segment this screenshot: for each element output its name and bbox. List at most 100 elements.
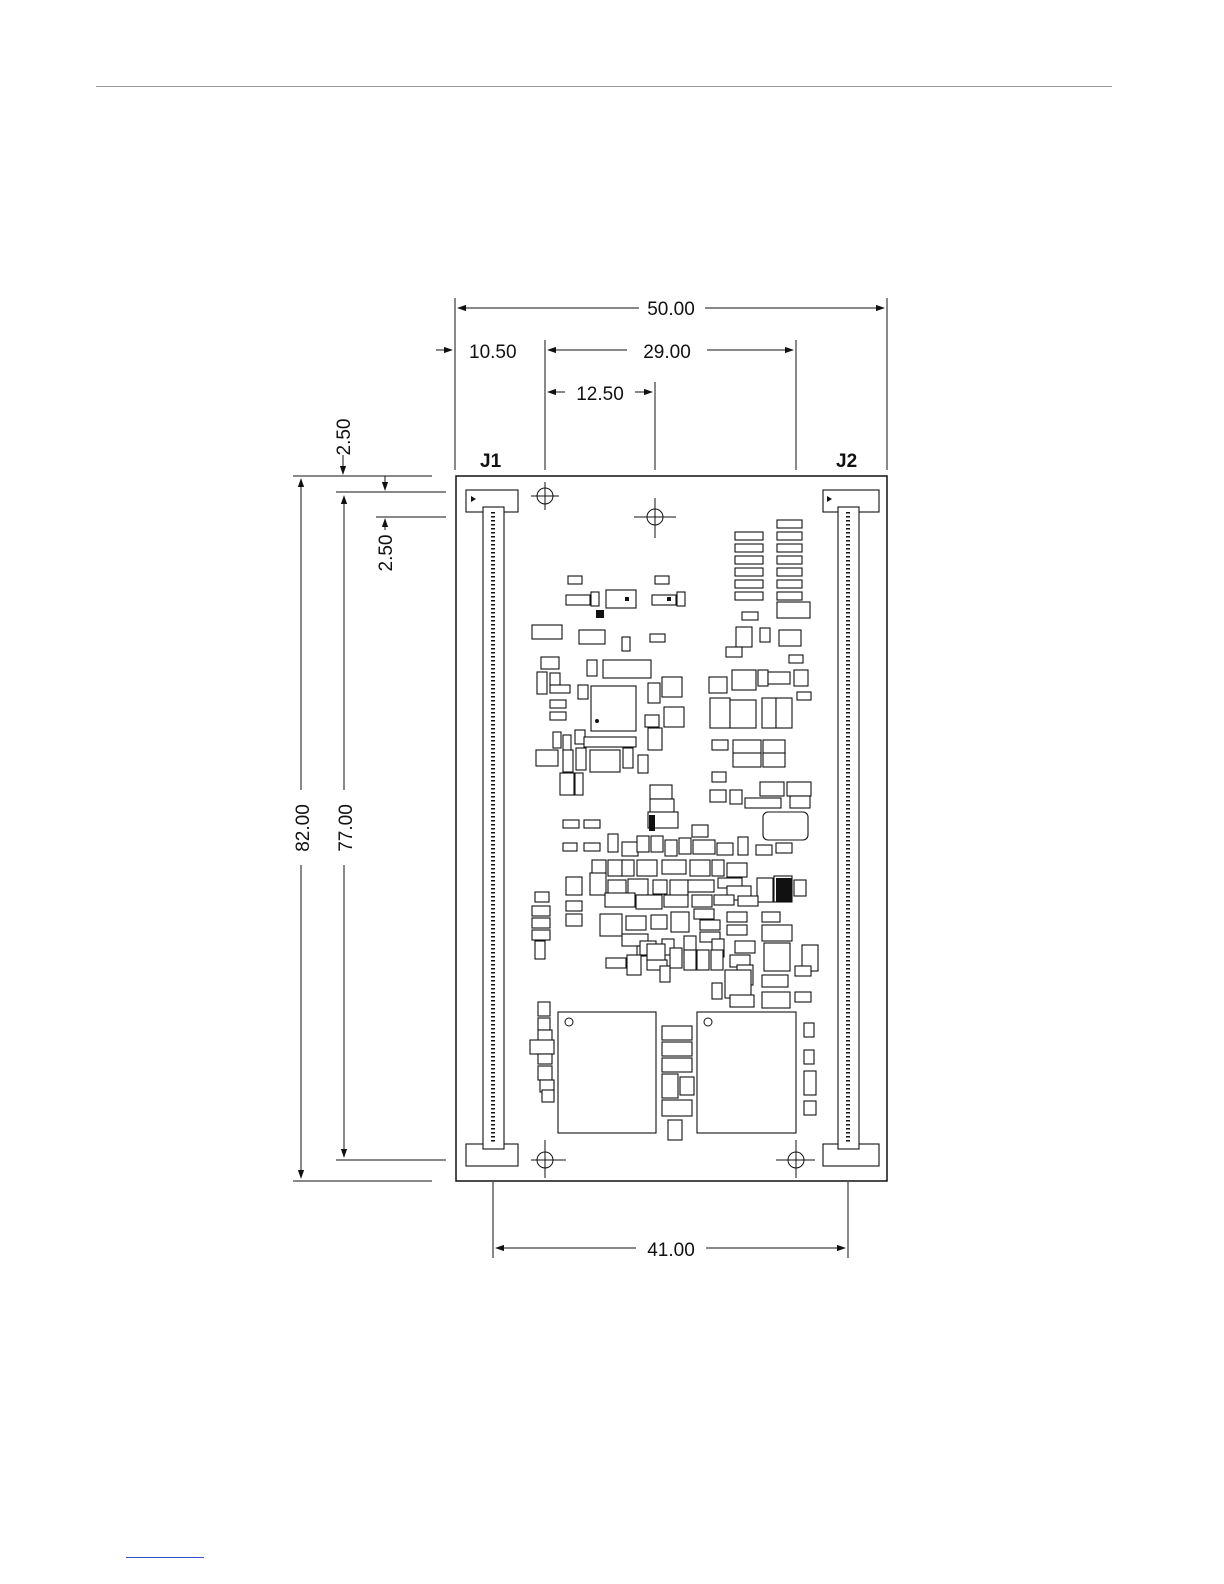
smd-component xyxy=(603,660,651,678)
footer-link-underline xyxy=(126,1557,204,1558)
smd-component xyxy=(590,750,620,772)
smd-component xyxy=(763,740,785,754)
smd-component xyxy=(645,715,659,727)
memory-chip-left xyxy=(558,1012,656,1133)
smd-component xyxy=(789,655,803,663)
smd-component xyxy=(735,592,763,600)
smd-component xyxy=(606,590,636,608)
smd-component xyxy=(804,1050,814,1064)
connector-j1 xyxy=(466,490,518,1166)
smd-component xyxy=(777,520,802,528)
dimension-connector-inset: 2.50 xyxy=(376,517,446,571)
smd-component xyxy=(668,1120,682,1140)
smd-component xyxy=(777,602,810,618)
dim-82-label: 82.00 xyxy=(293,804,314,852)
smd-component xyxy=(606,958,626,968)
smd-component xyxy=(804,1071,816,1095)
smd-component xyxy=(730,700,756,728)
smd-component-dark xyxy=(596,610,604,618)
smd-component xyxy=(563,843,577,851)
smd-component xyxy=(584,820,600,828)
smd-component xyxy=(664,895,688,907)
smd-component xyxy=(710,698,730,728)
smd-component xyxy=(692,825,708,837)
dimension-overall-height: 82.00 xyxy=(293,479,432,1181)
dimension-left-offset: 10.50 xyxy=(436,342,517,363)
smd-component xyxy=(600,914,622,936)
smd-component xyxy=(712,740,728,750)
dim-2-50-inset-label: 2.50 xyxy=(376,535,397,572)
smd-component xyxy=(762,975,788,987)
smd-component xyxy=(662,1074,678,1098)
smd-component xyxy=(660,966,670,982)
smd-component xyxy=(662,677,682,697)
smd-component xyxy=(587,660,597,676)
smd-component xyxy=(733,753,761,767)
smd-component xyxy=(665,840,677,856)
smd-component xyxy=(538,1054,552,1064)
dim-41-label: 41.00 xyxy=(647,1240,695,1261)
smd-component xyxy=(804,1101,816,1115)
smd-component xyxy=(590,873,606,895)
smd-component xyxy=(712,772,726,782)
smd-component xyxy=(692,895,712,907)
smd-component xyxy=(563,750,573,772)
smd-component xyxy=(541,657,559,669)
connector-j2-label: J2 xyxy=(836,451,857,472)
dim-10-50-label: 10.50 xyxy=(469,342,517,363)
smd-component xyxy=(712,860,724,876)
smd-component xyxy=(542,1090,554,1102)
smd-component xyxy=(679,838,691,854)
smd-component xyxy=(608,834,618,852)
smd-component xyxy=(697,950,709,970)
smd-component xyxy=(714,895,734,905)
smd-component xyxy=(730,790,742,804)
smd-component xyxy=(777,592,802,600)
smd-component xyxy=(727,912,747,922)
smd-component xyxy=(671,912,689,932)
smd-component xyxy=(662,860,686,874)
smd-component xyxy=(762,925,792,941)
dimension-overall-width: 50.00 xyxy=(455,298,887,470)
smd-component xyxy=(578,685,588,699)
smd-component xyxy=(787,782,811,796)
smd-component xyxy=(677,592,685,606)
smd-component xyxy=(535,892,549,902)
smd-component xyxy=(532,918,550,928)
smd-component xyxy=(709,677,727,693)
smd-component xyxy=(694,909,714,919)
smd-component xyxy=(650,634,665,642)
smd-component xyxy=(776,843,792,853)
smd-component xyxy=(579,630,605,644)
smd-component xyxy=(651,915,667,929)
smd-component xyxy=(655,576,669,584)
smd-component xyxy=(536,750,558,766)
smd-component xyxy=(566,595,590,605)
smd-component xyxy=(591,592,599,606)
processor-chip xyxy=(591,686,636,731)
smd-component xyxy=(762,912,780,922)
smd-component xyxy=(727,863,747,877)
smd-component xyxy=(638,755,648,773)
smd-component xyxy=(584,737,636,747)
smd-component xyxy=(563,820,579,828)
smd-component xyxy=(566,901,582,911)
smd-component xyxy=(684,950,696,970)
smd-component xyxy=(735,556,763,564)
smd-component xyxy=(576,748,586,770)
smd-component xyxy=(670,880,688,896)
smd-component xyxy=(726,647,742,657)
smd-component xyxy=(680,1077,694,1095)
smd-component xyxy=(710,790,726,802)
smd-component xyxy=(566,877,582,895)
smd-component xyxy=(762,698,776,728)
smd-component xyxy=(804,1023,814,1037)
dimension-hole-spacing-top: 29.00 xyxy=(545,340,796,470)
smd-component xyxy=(563,735,571,751)
smd-component xyxy=(795,966,811,976)
smd-component xyxy=(538,1066,552,1080)
smd-component xyxy=(550,700,566,708)
mounting-hole-bottom-left xyxy=(531,1140,566,1178)
mounting-hole-top-center xyxy=(634,498,676,538)
smd-component xyxy=(735,580,763,588)
